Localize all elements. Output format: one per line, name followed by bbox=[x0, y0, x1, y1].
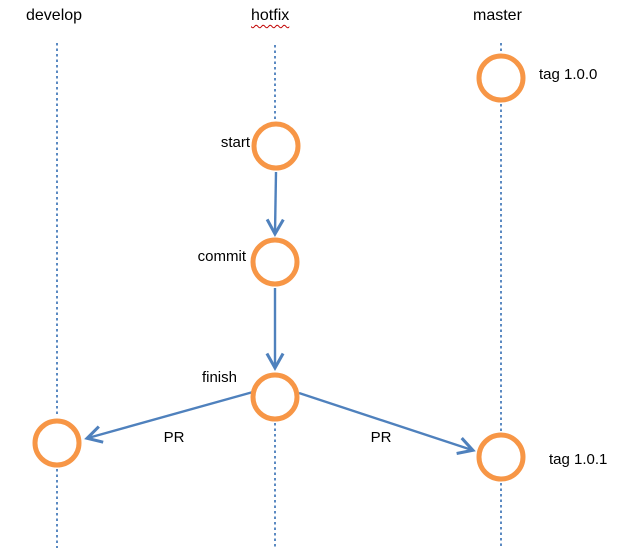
branch-label-master: master bbox=[473, 7, 522, 24]
commit-node-master-tag-1-0-1 bbox=[476, 432, 526, 482]
edge-label-pr-master: PR bbox=[370, 429, 392, 446]
node-label-tag-1-0-1: tag 1.0.1 bbox=[549, 451, 608, 468]
branch-label-hotfix: hotfix bbox=[251, 7, 290, 24]
edge-finish-to-master-pr bbox=[298, 391, 476, 455]
node-label-commit: commit bbox=[197, 248, 246, 265]
node-label-start: start bbox=[220, 134, 250, 151]
edge-finish-to-develop-pr bbox=[84, 390, 254, 444]
commit-node-master-tag-1-0-0 bbox=[476, 53, 526, 103]
node-label-finish: finish bbox=[201, 369, 237, 386]
commit-node-hotfix-commit bbox=[250, 237, 300, 287]
branch-label-develop: develop bbox=[26, 7, 83, 24]
edge-start-to-commit bbox=[265, 171, 285, 238]
commit-node-hotfix-start bbox=[251, 121, 301, 171]
commit-node-hotfix-finish bbox=[250, 372, 300, 422]
node-label-tag-1-0-0: tag 1.0.0 bbox=[539, 66, 598, 83]
commit-node-develop-merge bbox=[32, 418, 82, 468]
edge-label-pr-develop: PR bbox=[163, 429, 185, 446]
